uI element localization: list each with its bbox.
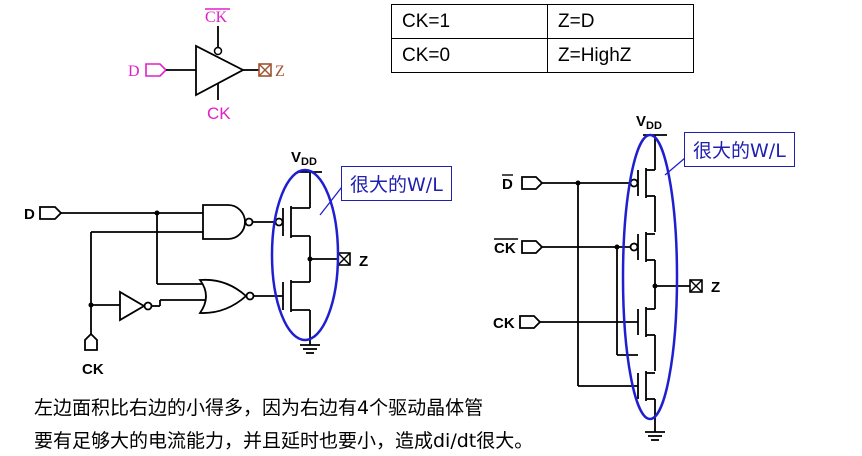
pmos-gate-bubble: [274, 217, 284, 227]
caption-line-1: 左边面积比右边的小得多，因为右边有4个驱动晶体管: [34, 397, 484, 419]
inversion-bubble: [143, 301, 153, 311]
right-ck-label: CK: [493, 315, 515, 332]
inversion-bubble: [244, 217, 254, 227]
ck-label: CK: [207, 104, 231, 123]
inverter-gate: [119, 290, 146, 322]
pmos-gate-bubble: [629, 178, 639, 188]
dbar-port-icon: [521, 176, 544, 190]
right-circuit: VDD: [519, 113, 690, 441]
truth-table: CK=1 Z=D CK=0 Z=HighZ: [391, 4, 694, 73]
table-row: CK=0 Z=HighZ: [391, 38, 694, 73]
right-callout: 很大的W/L: [684, 132, 795, 167]
table-cell: Z=D: [547, 4, 694, 39]
callout-pointer: [664, 157, 686, 176]
d-port-icon: [145, 63, 168, 77]
z-label: Z: [275, 63, 285, 80]
left-vdd-label: VDD: [291, 149, 317, 168]
ck-port-icon: [84, 332, 98, 351]
caption-line-2: 要有足够大的电流能力，并且延时也要小，造成di/dt很大。: [34, 430, 534, 452]
ckbar-label: CK: [205, 9, 228, 26]
pmos-gate-bubble: [629, 242, 639, 252]
table-cell: CK=1: [391, 4, 548, 39]
callout-pointer: [319, 182, 346, 216]
left-circuit: D CK V: [24, 149, 338, 378]
right-ckbar-label: CK: [494, 240, 516, 257]
right-z-label: Z: [711, 279, 720, 296]
table-row: CK=1 Z=D: [391, 4, 694, 39]
right-dbar-label: D: [502, 176, 513, 193]
right-vdd-label: VDD: [636, 113, 662, 132]
nand-gate: [202, 204, 246, 240]
left-ck-label: CK: [82, 361, 104, 378]
inversion-bubble: [213, 46, 223, 56]
left-highlight-ellipse: [270, 168, 340, 342]
ckbar-port-icon: [521, 240, 544, 254]
left-z-label: Z: [359, 253, 368, 270]
table-cell: Z=HighZ: [547, 38, 694, 73]
right-highlight-ellipse: [621, 133, 679, 421]
d-port-icon: [39, 206, 63, 220]
left-callout: 很大的W/L: [341, 166, 452, 201]
inversion-bubble: [245, 291, 255, 301]
ck-port-icon: [519, 315, 542, 329]
d-label: D: [128, 63, 140, 80]
tristate-buffer-symbol: CK CK D Z: [128, 8, 285, 123]
left-d-label: D: [24, 206, 35, 223]
nor-gate: [198, 278, 248, 314]
